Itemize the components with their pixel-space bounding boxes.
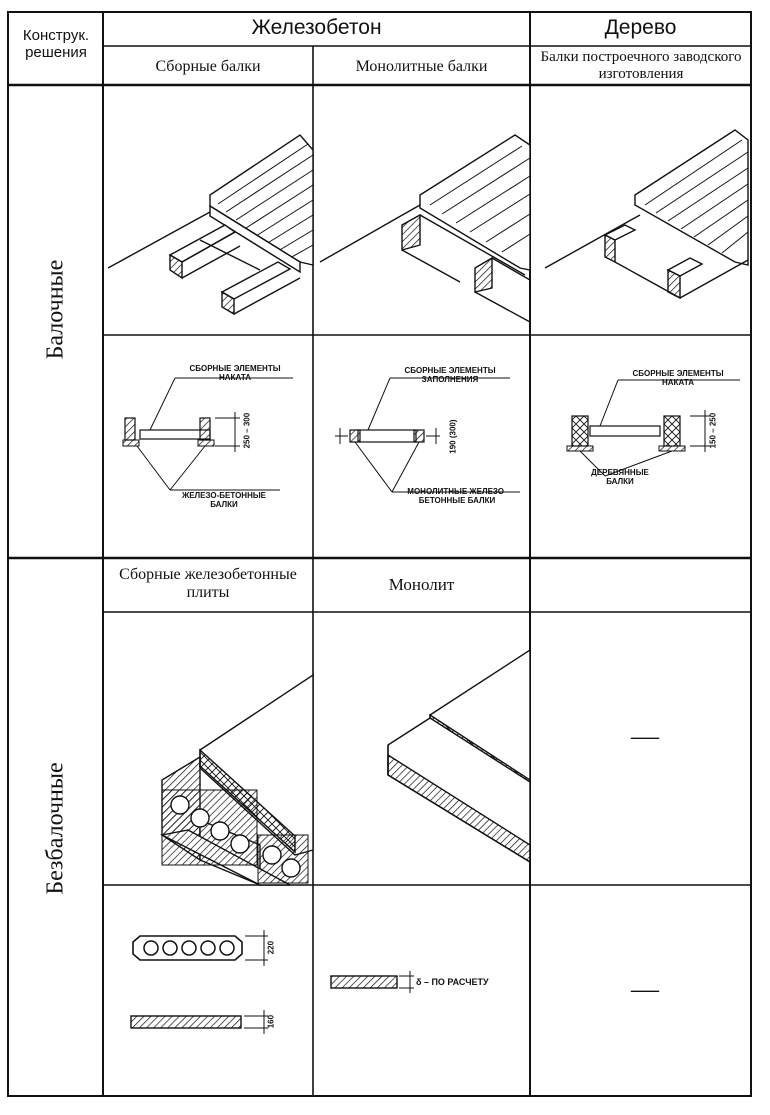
wooden-beam-section	[566, 379, 740, 477]
slab-sections	[130, 930, 414, 1034]
monolithic-slab-drawing	[387, 648, 531, 864]
row-label-beam: Балочные	[42, 259, 69, 360]
wood-beamless-dash-bottom: —	[631, 974, 659, 1005]
monolithic-section-dim: 190 (300)	[448, 419, 458, 454]
monolithic-section-bottom-label: МОНОЛИТНЫЕ ЖЕЛЕЗО-БЕТОННЫЕ БАЛКИ	[407, 487, 507, 506]
precast-beam-section	[122, 377, 293, 491]
grid-lines	[7, 11, 752, 1097]
subheader-precast-beams: Сборные балки	[155, 58, 261, 75]
precast-section-top-label: СБОРНЫЕ ЭЛЕМЕНТЫ НАКАТА	[189, 364, 281, 383]
precast-section-bottom-label: ЖЕЛЕЗО-БЕТОННЫЕ БАЛКИ	[181, 491, 267, 510]
subheader-monolithic-beams: Монолитные балки	[355, 58, 488, 75]
wooden-section-dim: 150 – 250	[708, 412, 718, 449]
monolithic-beam-floor-drawing	[319, 134, 531, 323]
row-label-beamless: Безбалочные	[42, 762, 69, 895]
subheader-monolith: Монолит	[388, 575, 455, 594]
wood-beamless-dash-top: —	[631, 721, 659, 752]
header-corner: Конструк. решения	[22, 27, 90, 61]
monolithic-beam-section	[335, 377, 520, 493]
subheader-wooden-beams: Балки построечного заводского изготовлен…	[540, 49, 742, 82]
hollow-core-slab-drawing	[159, 673, 314, 887]
subheader-precast-slabs: Сборные железобетонные плиты	[119, 566, 297, 601]
monolith-thickness-note: δ – ПО РАСЧЕТУ	[416, 977, 489, 987]
solid-slab-dim: 160	[266, 1014, 276, 1029]
wooden-section-bottom-label: ДЕРЕВЯННЫЕ БАЛКИ	[591, 468, 649, 487]
precast-section-dim: 250 – 300	[242, 412, 252, 449]
wooden-beam-floor-drawing	[544, 129, 749, 300]
monolithic-section-top-label: СБОРНЫЕ ЭЛЕМЕНТЫ ЗАПОЛНЕНИЯ	[404, 366, 496, 385]
precast-beam-floor-drawing	[107, 134, 314, 316]
header-wood: Дерево	[604, 16, 677, 39]
header-reinforced-concrete: Железобетон	[251, 16, 382, 39]
hollow-slab-dim: 220	[266, 940, 276, 955]
wooden-section-top-label: СБОРНЫЕ ЭЛЕМЕНТЫ НАКАТА	[632, 369, 724, 388]
